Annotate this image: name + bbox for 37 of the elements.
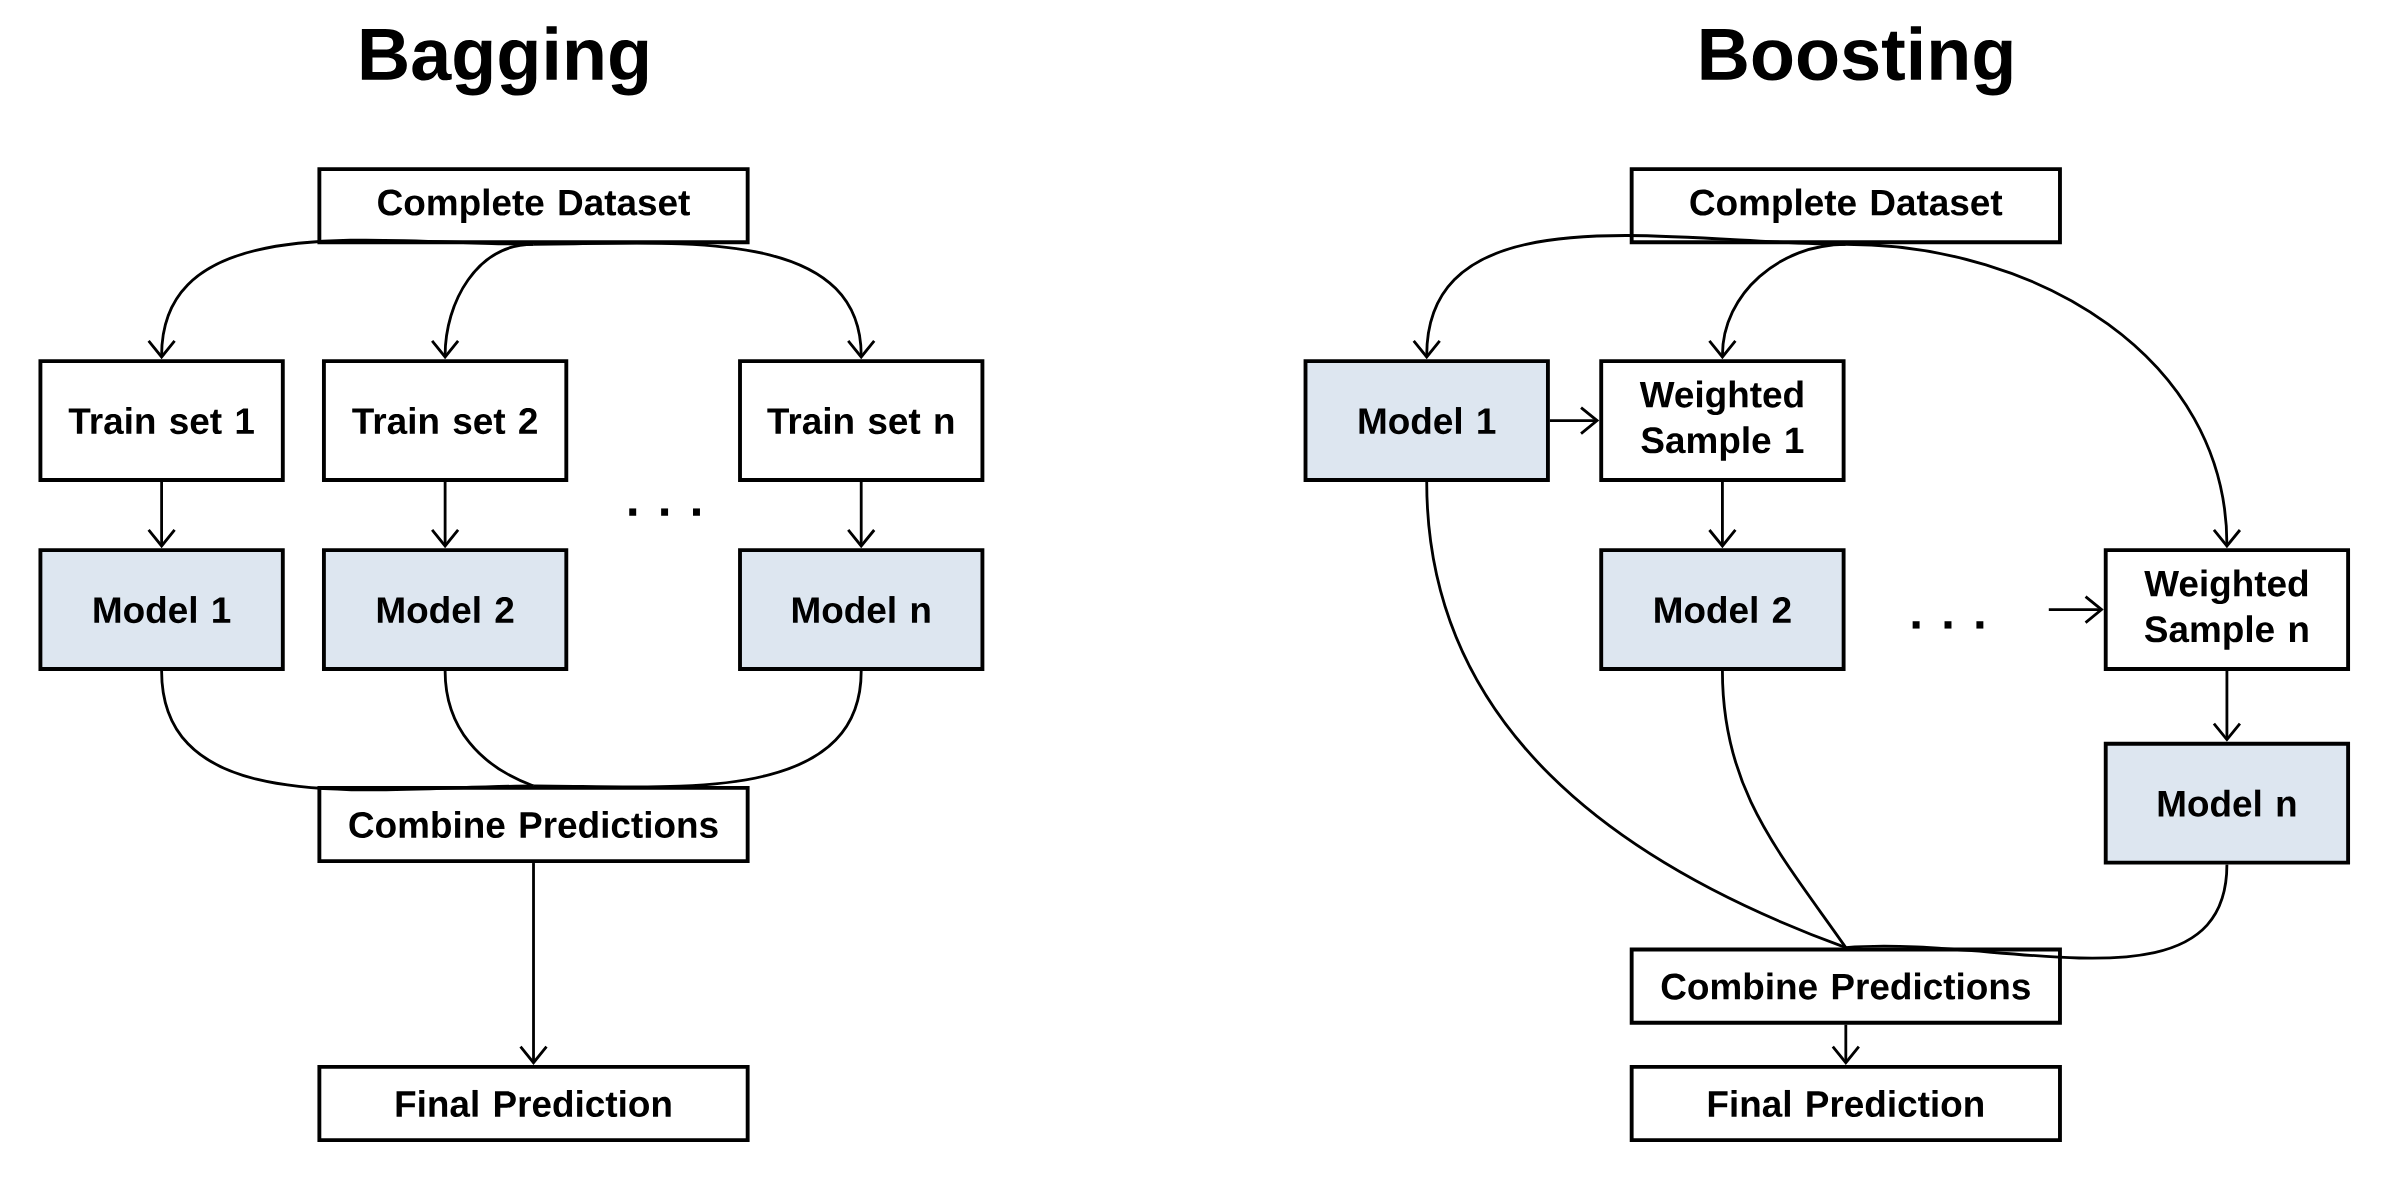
arrow <box>519 862 548 1065</box>
process-box: Train set 1 <box>38 359 285 482</box>
arrow <box>431 242 534 360</box>
model-box: Model 2 <box>322 548 569 671</box>
ellipsis: . . . <box>629 508 700 516</box>
arrow <box>1708 481 1737 549</box>
process-box: Weighted Sample n <box>2103 548 2351 671</box>
process-box: Final Prediction <box>1629 1064 2062 1142</box>
arrow <box>1845 242 2241 549</box>
arrow <box>431 481 460 549</box>
process-box: Weighted Sample 1 <box>1599 359 1846 482</box>
model-box: Model n <box>2103 741 2351 865</box>
model-box: Model 1 <box>1303 359 1550 482</box>
model-box: Model 2 <box>1599 548 1846 671</box>
process-box: Train set n <box>738 359 985 482</box>
connector-line <box>1425 481 1847 949</box>
arrow <box>147 481 176 549</box>
arrow <box>533 241 876 360</box>
model-box: Model n <box>738 548 985 671</box>
ellipsis: . . . <box>1912 621 1984 629</box>
arrow <box>2212 670 2241 742</box>
process-box: Combine Predictions <box>317 785 750 863</box>
connector-line <box>443 670 535 788</box>
arrow <box>1708 242 1846 360</box>
model-box: Model 1 <box>38 548 285 671</box>
connector-line <box>533 670 863 789</box>
section-title: Boosting <box>1701 26 2012 96</box>
process-box: Combine Predictions <box>1629 947 2062 1025</box>
connector-line <box>1721 670 1847 949</box>
connector-line <box>1845 864 2229 960</box>
process-box: Complete Dataset <box>317 167 750 245</box>
process-box: Train set 2 <box>322 359 569 482</box>
connector-line <box>160 670 534 792</box>
arrow <box>847 481 876 549</box>
process-box: Complete Dataset <box>1629 167 2062 245</box>
process-box: Final Prediction <box>317 1064 750 1142</box>
section-title: Bagging <box>361 26 648 96</box>
